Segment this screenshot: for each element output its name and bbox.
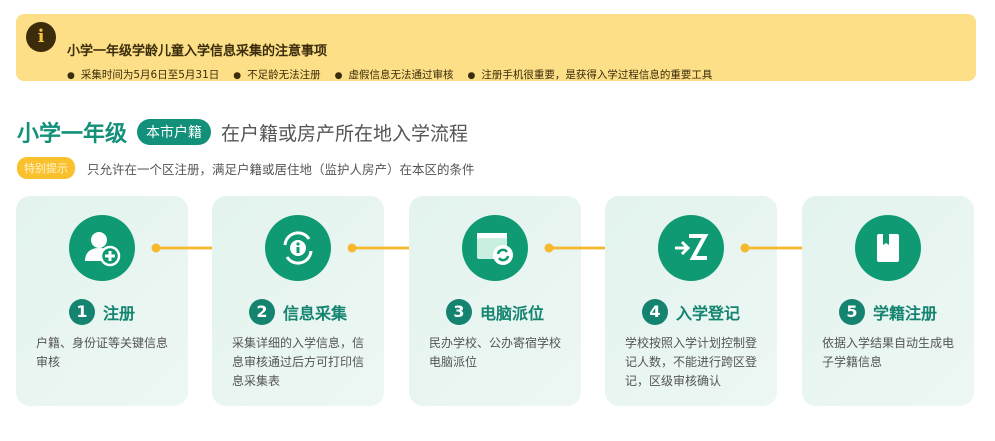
step-title: 3 电脑派位 xyxy=(409,299,581,325)
step-name: 信息采集 xyxy=(282,304,347,323)
step-name: 注册 xyxy=(102,304,135,323)
step-description: 学校按照入学计划控制登记人数，不能进行跨区登记，区级审核确认 xyxy=(625,336,758,388)
book-icon xyxy=(855,215,921,281)
add-user-icon xyxy=(69,215,135,281)
notice-item: 不足龄无法注册 xyxy=(233,67,321,82)
register-icon xyxy=(658,215,724,281)
step-description: 民办学校、公办寄宿学校电脑派位 xyxy=(429,336,562,369)
computer-refresh-icon xyxy=(462,215,528,281)
step-name: 入学登记 xyxy=(675,304,740,323)
page-heading: 小学一年级 本市户籍 在户籍或房产所在地入学流程 xyxy=(17,116,468,148)
notice-items: 采集时间为5月6日至5月31日 不足龄无法注册 虚假信息无法通过审核 注册手机很… xyxy=(67,67,712,82)
tip-text: 只允许在一个区注册，满足户籍或居住地（监护人房产）在本区的条件 xyxy=(87,161,475,177)
notice-item: 虚假信息无法通过审核 xyxy=(335,67,453,82)
page-subtitle: 在户籍或房产所在地入学流程 xyxy=(221,122,469,145)
notice-item: 注册手机很重要，是获得入学过程信息的重要工具 xyxy=(467,67,712,82)
step-number: 5 xyxy=(838,299,865,325)
notice-banner: i 小学一年级学龄儿童入学信息采集的注意事项 采集时间为5月6日至5月31日 不… xyxy=(16,14,976,81)
step-name: 电脑派位 xyxy=(479,304,544,323)
step-title: 4 入学登记 xyxy=(605,299,777,325)
page-title: 小学一年级 xyxy=(17,122,128,147)
info-refresh-icon xyxy=(265,215,331,281)
category-tag: 本市户籍 xyxy=(137,119,212,145)
info-icon: i xyxy=(26,22,56,52)
notice-title: 小学一年级学龄儿童入学信息采集的注意事项 xyxy=(67,44,328,59)
step-description: 户籍、身份证等关键信息审核 xyxy=(36,336,169,369)
step-number: 4 xyxy=(641,299,668,325)
step-card: 4 入学登记 学校按照入学计划控制登记人数，不能进行跨区登记，区级审核确认 xyxy=(605,196,777,406)
step-number: 1 xyxy=(68,299,95,325)
step-title: 5 学籍注册 xyxy=(802,299,974,325)
step-number: 2 xyxy=(248,299,275,325)
step-card: 1 注册 户籍、身份证等关键信息审核 xyxy=(16,196,188,406)
step-card: 3 电脑派位 民办学校、公办寄宿学校电脑派位 xyxy=(409,196,581,406)
step-number: 3 xyxy=(445,299,472,325)
step-name: 学籍注册 xyxy=(872,304,937,323)
step-description: 采集详细的入学信息，信息审核通过后方可打印信息采集表 xyxy=(232,336,365,388)
step-card: 2 信息采集 采集详细的入学信息，信息审核通过后方可打印信息采集表 xyxy=(212,196,384,406)
tip-badge: 特别提示 xyxy=(17,157,75,179)
special-tip: 特别提示 只允许在一个区注册，满足户籍或居住地（监护人房产）在本区的条件 xyxy=(17,157,475,179)
step-title: 2 信息采集 xyxy=(212,299,384,325)
notice-item: 采集时间为5月6日至5月31日 xyxy=(67,67,219,82)
step-title: 1 注册 xyxy=(16,299,188,325)
step-card: 5 学籍注册 依据入学结果自动生成电子学籍信息 xyxy=(802,196,974,406)
step-description: 依据入学结果自动生成电子学籍信息 xyxy=(822,336,955,369)
